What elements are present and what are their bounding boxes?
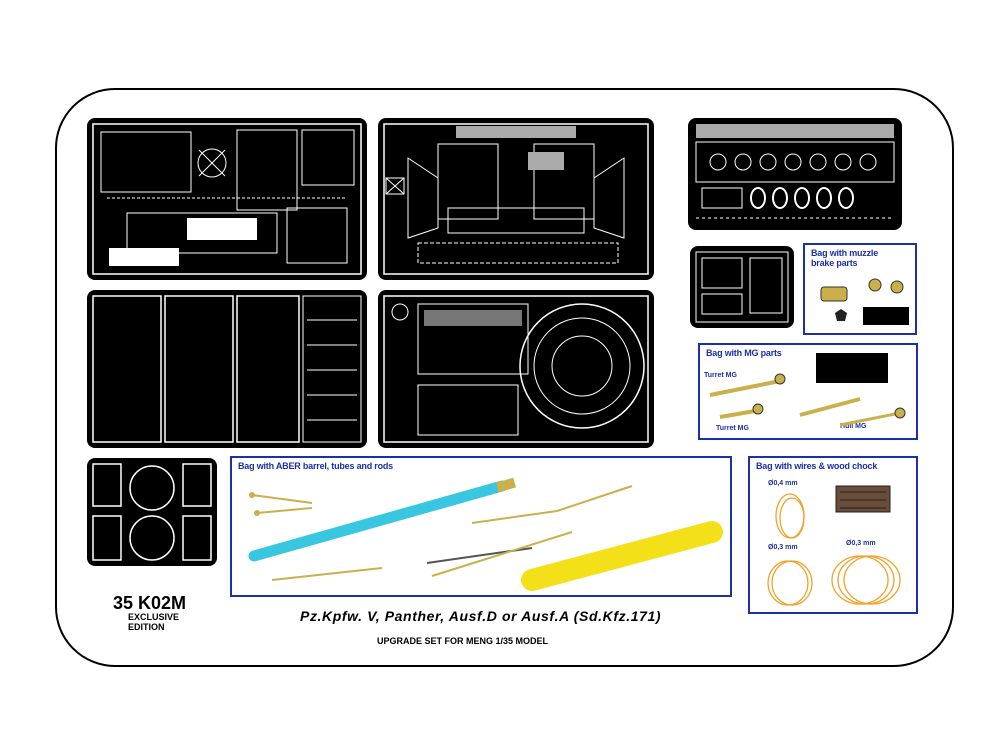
muzzle-brake-parts xyxy=(820,278,909,325)
fret-small-right xyxy=(690,246,794,328)
bag-muzzle-label: Bag with muzzle brake parts xyxy=(811,248,878,268)
wires-parts xyxy=(767,485,901,606)
bag-muzzle-label-line1: Bag with muzzle xyxy=(811,248,879,258)
mg-part-label-3: Hull MG xyxy=(840,423,867,430)
fret-top-middle xyxy=(378,118,654,280)
bag-barrel-tubes-rods: Bag with ABER barrel, tubes and rods xyxy=(230,456,732,597)
bag-mg-label: Bag with MG parts xyxy=(706,348,782,358)
fret-top-right-parts xyxy=(695,124,895,219)
edition-line1: EXCLUSIVE xyxy=(128,612,180,622)
fret-top-left xyxy=(87,118,367,280)
fret-middle-center-parts xyxy=(383,295,649,443)
mg-part-label-2: Turret MG xyxy=(716,425,749,432)
mg-part-label-1: Turret MG xyxy=(704,372,737,379)
fret-top-right xyxy=(688,118,902,230)
product-subtitle: UPGRADE SET FOR MENG 1/35 MODEL xyxy=(377,636,549,646)
fret-bottom-left-parts xyxy=(92,463,212,561)
product-title: Pz.Kpfw. V, Panther, Ausf.D or Ausf.A (S… xyxy=(300,608,662,624)
wire-size-3: Ø0,3 mm xyxy=(846,540,876,547)
bag-mg-parts: Bag with MG parts Turret MG Turret MG Hu… xyxy=(698,343,918,440)
barrel-tubes-rods-parts xyxy=(248,477,723,591)
edition-label: EXCLUSIVE EDITION xyxy=(128,612,179,632)
fret-small-right-parts xyxy=(695,251,789,323)
fret-top-middle-parts xyxy=(383,123,649,275)
fret-top-left-parts xyxy=(92,123,362,275)
fret-middle-left-parts xyxy=(92,295,362,443)
product-code: 35 K02M xyxy=(113,593,187,613)
mg-parts xyxy=(709,353,906,427)
fret-middle-center xyxy=(378,290,654,448)
fret-middle-left xyxy=(87,290,367,448)
bag-muzzle-label-line2: brake parts xyxy=(811,258,858,268)
edition-line2: EDITION xyxy=(128,622,165,632)
fret-bottom-left xyxy=(87,458,217,566)
bag-barrel-label: Bag with ABER barrel, tubes and rods xyxy=(238,461,393,471)
bag-wires-wood-chock: Bag with wires & wood chock Ø0,4 mm Ø0,3… xyxy=(748,456,918,614)
bag-muzzle-brake: Bag with muzzle brake parts xyxy=(803,243,917,335)
wire-size-2: Ø0,3 mm xyxy=(768,544,798,551)
bag-wires-label: Bag with wires & wood chock xyxy=(756,461,878,471)
wire-size-1: Ø0,4 mm xyxy=(768,480,798,487)
